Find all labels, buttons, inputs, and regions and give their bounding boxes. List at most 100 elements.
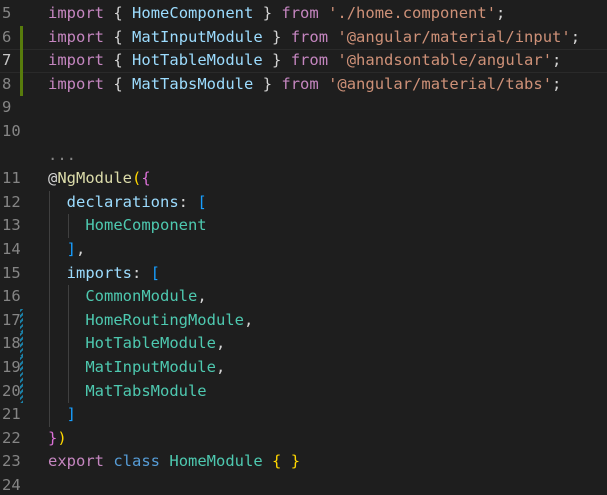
code-token [123, 51, 132, 69]
code-line[interactable]: 18 HotTableModule, [0, 332, 607, 356]
code-line[interactable]: 16 CommonModule, [0, 285, 607, 309]
indent-guide [49, 356, 50, 380]
code-line[interactable]: 22}) [0, 427, 607, 451]
code-line[interactable]: 11 @NgModule({ [0, 167, 607, 191]
code-token: { [113, 51, 123, 70]
code-token: @ [48, 169, 58, 188]
line-number[interactable]: 22 [2, 428, 21, 447]
line-number[interactable]: 5 [2, 4, 12, 22]
code-token: HomeRoutingModule [85, 310, 244, 329]
code-token: import [48, 51, 104, 70]
git-added-marker[interactable] [20, 49, 23, 73]
code-text[interactable]: export class HomeModule { } [48, 450, 300, 474]
line-number[interactable]: 6 [2, 27, 12, 46]
code-token: HotTableModule [132, 51, 263, 70]
indent-guide [49, 332, 50, 356]
code-text[interactable]: @NgModule({ [48, 167, 151, 191]
code-token [104, 452, 113, 470]
code-token [263, 452, 272, 470]
code-token: export [48, 452, 104, 471]
line-number[interactable]: 7 [2, 51, 12, 70]
code-line[interactable]: 14 ], [0, 238, 607, 262]
code-line[interactable]: 19 MatInputModule, [0, 356, 607, 380]
code-line[interactable]: 6 import { MatInputModule } from '@angula… [0, 25, 607, 50]
code-line[interactable]: 8 import { MatTabsModule } from '@angular… [0, 72, 607, 97]
git-modified-marker[interactable] [20, 356, 23, 380]
line-number[interactable]: 21 [2, 405, 21, 424]
code-line[interactable]: 15 imports: [ [0, 261, 607, 286]
code-text[interactable]: }) [48, 427, 67, 451]
code-text[interactable]: HotTableModule, [48, 332, 225, 356]
code-token [123, 4, 132, 22]
code-text[interactable]: import { HomeComponent } from './home.co… [48, 2, 505, 26]
code-text[interactable]: HomeComponent [48, 214, 206, 238]
code-line[interactable]: ... [0, 144, 607, 168]
code-token [160, 452, 169, 470]
code-text[interactable]: MatInputModule, [48, 356, 225, 380]
line-number[interactable]: 11 [2, 169, 21, 188]
code-line[interactable]: 23 export class HomeModule { } [0, 450, 607, 474]
line-number[interactable]: 14 [2, 240, 21, 258]
code-line[interactable]: 10 [0, 120, 607, 144]
git-modified-marker[interactable] [20, 379, 23, 404]
code-token [319, 75, 328, 93]
code-line[interactable]: 5 import { HomeComponent } from './home.c… [0, 2, 607, 26]
code-text[interactable]: import { MatInputModule } from '@angular… [48, 26, 580, 50]
code-token: } [272, 27, 282, 46]
code-token: CommonModule [85, 287, 198, 306]
code-token: '@angular/material/tabs' [328, 74, 553, 93]
line-number[interactable]: 13 [2, 216, 21, 235]
code-line[interactable]: 21 ] [0, 403, 607, 427]
indent-guide [68, 308, 69, 333]
code-token [48, 311, 85, 329]
code-line[interactable]: 9 [0, 96, 607, 120]
line-number[interactable]: 12 [2, 192, 21, 211]
code-text[interactable]: import { HotTableModule } from '@handson… [48, 49, 561, 73]
line-number[interactable]: 10 [2, 122, 21, 140]
code-text[interactable]: ] [48, 403, 76, 427]
code-line[interactable]: 20 MatTabsModule [0, 379, 607, 404]
code-token: ... [48, 145, 76, 164]
code-token [48, 240, 67, 258]
code-text[interactable]: MatTabsModule [48, 380, 206, 404]
line-number[interactable]: 9 [2, 98, 12, 117]
code-text[interactable]: ], [48, 238, 86, 262]
line-number[interactable]: 24 [2, 476, 21, 494]
code-token: ] [66, 405, 77, 424]
line-number[interactable]: 19 [2, 358, 21, 376]
code-text[interactable]: HomeRoutingModule, [48, 309, 253, 333]
code-line[interactable]: 17 HomeRoutingModule, [0, 308, 607, 333]
code-text[interactable]: declarations: [ [48, 191, 207, 215]
code-text[interactable]: ... [48, 144, 76, 168]
line-number[interactable]: 20 [2, 381, 21, 400]
code-token [319, 4, 328, 22]
line-number[interactable]: 17 [2, 310, 21, 329]
git-modified-marker[interactable] [20, 308, 23, 333]
code-token [104, 28, 113, 46]
code-token: MatInputModule [85, 358, 216, 376]
code-token: HomeModule [169, 452, 263, 471]
git-modified-marker[interactable] [20, 332, 23, 356]
line-number[interactable]: 8 [2, 74, 12, 93]
code-text[interactable]: CommonModule, [48, 285, 206, 309]
line-number[interactable]: 23 [2, 452, 21, 471]
code-text[interactable]: imports: [ [48, 262, 160, 286]
code-line[interactable]: 7 import { HotTableModule } from '@handso… [0, 49, 607, 73]
code-token: , [215, 334, 226, 353]
code-line[interactable]: 24 [0, 474, 607, 495]
code-token: [ [150, 263, 161, 282]
line-number[interactable]: 15 [2, 263, 21, 282]
code-line[interactable]: 13 HomeComponent [0, 214, 607, 238]
git-added-marker[interactable] [20, 25, 23, 50]
git-added-marker[interactable] [20, 72, 23, 97]
line-number[interactable]: 16 [2, 287, 21, 306]
line-number[interactable]: 18 [2, 334, 21, 353]
code-token: } [290, 452, 301, 471]
code-text[interactable]: import { MatTabsModule } from '@angular/… [48, 73, 561, 97]
code-token: ; [552, 51, 562, 70]
code-token: MatTabsModule [132, 74, 254, 93]
code-line[interactable]: 12 declarations: [ [0, 190, 607, 215]
indent-guide [49, 403, 50, 427]
code-token: '@angular/material/input' [337, 27, 571, 46]
